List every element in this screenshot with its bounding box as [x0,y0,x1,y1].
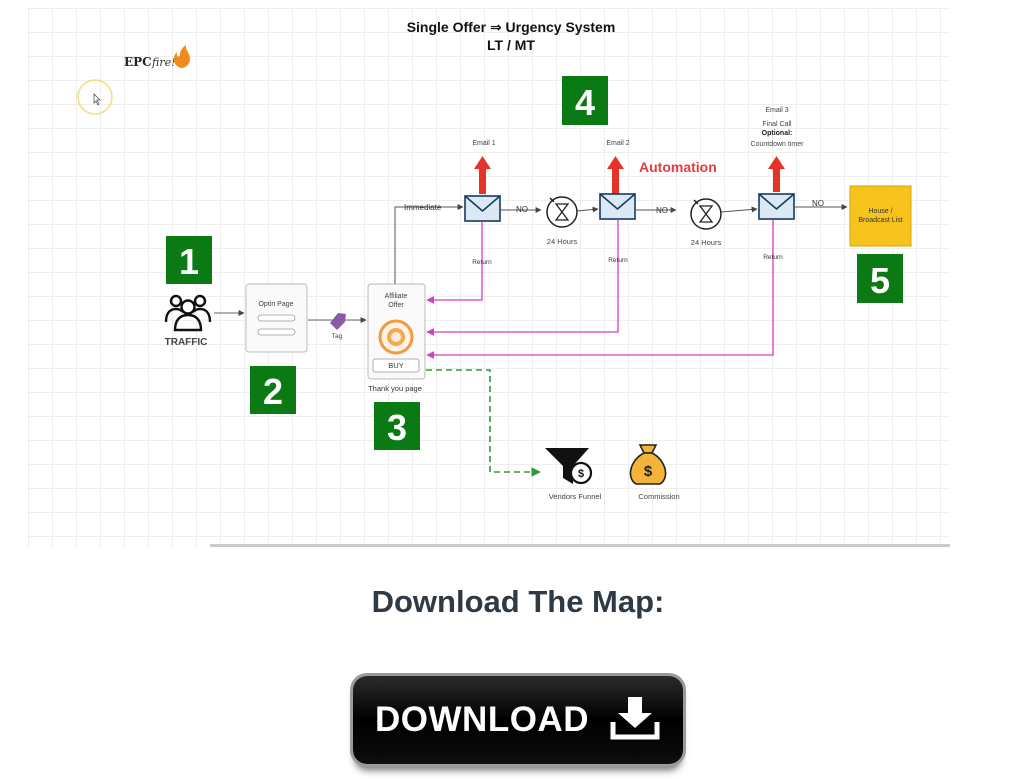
buy-button [372,358,420,373]
step-badge-1: 1 [166,236,212,284]
email-2-red-arrow [607,156,624,194]
return-label-1: Return [472,259,492,266]
email-3-countdown: Countdown timer [751,141,805,148]
email-3-label: Email 3 [765,107,788,114]
diagram-title: Single Offer ⇒ Urgency System [407,19,616,35]
download-icon [609,695,661,746]
svg-text:Broadcast List: Broadcast List [858,217,902,224]
svg-text:Optin Page: Optin Page [258,301,293,308]
return-label-3: Return [763,254,783,261]
download-button-label: DOWNLOAD [375,700,589,739]
thank-you-label: Thank you page [368,384,422,393]
step-badge-5: 5 [857,254,903,303]
tag-icon [330,313,346,330]
svg-text:Affiliate: Affiliate [385,293,408,300]
svg-text:4: 4 [575,82,595,123]
svg-text:$: $ [644,463,653,480]
cursor-highlight [77,79,113,115]
diagram-canvas: Single Offer ⇒ Urgency System LT / MT EP… [28,8,950,546]
download-heading: Download The Map: [371,584,665,619]
mouse-pointer-icon [93,93,101,106]
svg-text:$: $ [578,468,584,480]
email-3-red-arrow [768,156,785,192]
svg-text:3: 3 [387,407,407,448]
wait-label-2: 24 Hours [691,238,722,247]
email-1-envelope-icon [464,195,501,222]
email-2-label: Email 2 [606,140,629,147]
diagram-bottom-border [210,544,950,547]
step-badge-4: 4 [562,76,608,125]
svg-text:Offer: Offer [388,302,404,309]
email-3-envelope-icon [758,193,795,220]
commission-label: Commission [638,492,679,501]
svg-text:5: 5 [870,260,890,301]
money-bag-icon: $ [629,444,667,485]
traffic-people-icon [164,294,212,332]
traffic-label: TRAFFIC [165,337,208,348]
immediate-label: Immediate [404,203,442,212]
return-label-2: Return [608,257,628,264]
flame-icon [173,45,190,68]
email-3-optional: Optional: [762,130,793,137]
no-label-3: NO [812,199,824,208]
epc-fire-logo: EPC fire! [124,45,190,69]
tag-label: Tag [332,333,343,340]
step-badge-3: 3 [374,402,420,450]
no-label-1: NO [516,205,528,214]
svg-text:House /: House / [868,208,892,215]
timer-2-icon [690,198,722,230]
vendors-funnel-label: Vendors Funnel [549,492,602,501]
timer-1-icon [546,196,578,228]
email-1-label: Email 1 [472,140,495,147]
logo-script: fire! [151,56,176,69]
download-button[interactable]: DOWNLOAD [353,676,683,764]
step-badge-2: 2 [250,366,296,414]
wait-label-1: 24 Hours [547,237,578,246]
logo-text: EPC [124,55,152,69]
affiliate-offer-box: Affiliate Offer BUY [367,283,426,380]
optin-page-box: Optin Page [245,283,308,353]
email-1-red-arrow [474,156,491,194]
email-2-envelope-icon [599,193,636,220]
automation-label: Automation [639,159,717,175]
email-3-final-call: Final Call [762,121,792,128]
no-label-2: NO [656,206,668,215]
svg-text:1: 1 [179,241,199,282]
house-broadcast-list-box: House / Broadcast List [849,185,912,247]
svg-text:2: 2 [263,371,283,412]
buy-label: BUY [388,361,403,370]
vendors-funnel-icon: $ [545,448,593,485]
diagram-subtitle: LT / MT [487,37,535,53]
